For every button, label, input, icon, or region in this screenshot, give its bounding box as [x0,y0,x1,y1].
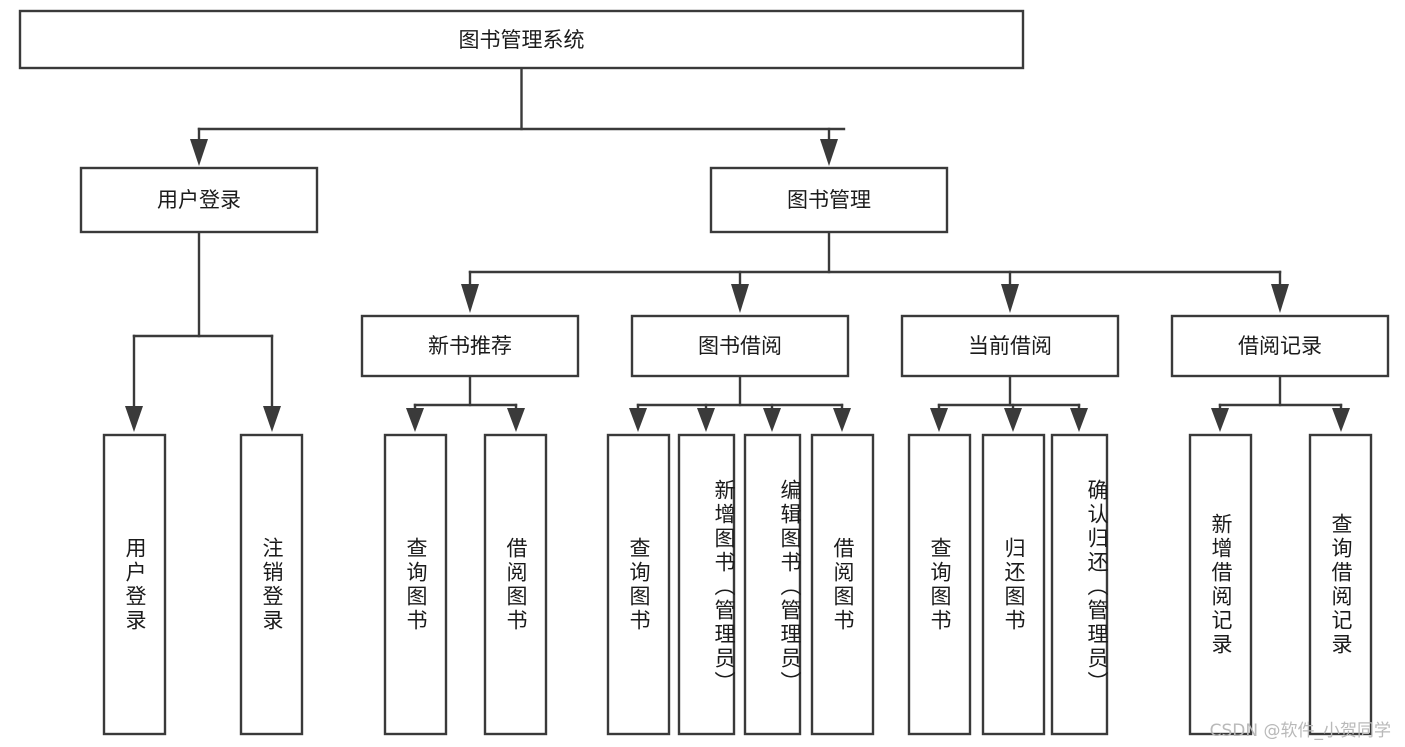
arrow-head-leaf-add-book-admin [697,408,715,432]
connectors-user-login-to-leaves [125,230,281,432]
node-book-management-box[interactable] [709,166,949,234]
leaf-box-query-book-current[interactable] [907,433,972,736]
connectors-root-to-level1 [190,66,846,166]
arrow-head-leaf-return-book [1004,408,1022,432]
watermark-text: CSDN @软件_小贺同学 [1209,721,1391,741]
node-boxes: 图书管理系统 用户登录 图书管理 新书推荐 图书借阅 当前借阅 借阅记录 [18,9,1390,378]
connectors-book-management-to-level2 [461,230,1289,313]
arrow-head-leaf-edit-book-admin [763,408,781,432]
leaf-box-add-book-admin[interactable] [677,433,736,736]
arrow-head-borrow-record [1271,284,1289,313]
node-user-login-box[interactable] [79,166,319,234]
arrow-head-book-management [820,139,838,166]
arrow-head-leaf-query-book-recommend [406,408,424,432]
arrow-head-leaf-add-borrow-record [1211,408,1229,432]
node-new-book-recommend-label: 新书推荐 [428,334,512,358]
arrow-head-leaf-borrow-book [833,408,851,432]
arrow-head-leaf-query-borrow-record [1332,408,1350,432]
leaf-box-edit-book-admin[interactable] [743,433,802,736]
node-book-borrow-box[interactable] [630,314,850,378]
node-borrow-record-box[interactable] [1170,314,1390,378]
node-current-borrow-label: 当前借阅 [968,334,1052,358]
connectors-new-book-recommend-to-leaves [406,374,525,432]
leaf-box-borrow-book-recommend[interactable] [483,433,548,736]
leaf-box-return-book[interactable] [981,433,1046,736]
arrow-head-leaf-user-login [125,406,143,432]
node-book-management-label: 图书管理 [787,188,871,212]
node-user-login-label: 用户登录 [157,188,241,212]
leaf-boxes [102,433,1373,736]
node-borrow-record-label: 借阅记录 [1238,334,1322,358]
arrow-head-leaf-logout [263,406,281,432]
node-root-label: 图书管理系统 [459,28,585,52]
connectors-book-borrow-to-leaves [629,374,851,432]
leaf-box-logout[interactable] [239,433,304,736]
connectors-current-borrow-to-leaves [930,374,1088,432]
arrow-head-leaf-borrow-book-recommend [507,408,525,432]
leaf-box-add-borrow-record[interactable] [1188,433,1253,736]
arrow-head-book-borrow [731,284,749,313]
leaf-box-borrow-book[interactable] [810,433,875,736]
arrow-head-leaf-query-book-borrow [629,408,647,432]
leaf-box-query-book-recommend[interactable] [383,433,448,736]
leaf-box-user-login[interactable] [102,433,167,736]
leaf-box-query-book-borrow[interactable] [606,433,671,736]
arrow-head-user-login [190,139,208,166]
connectors-borrow-record-to-leaves [1211,374,1350,432]
arrow-head-leaf-query-book-current [930,408,948,432]
leaf-box-confirm-return-admin[interactable] [1050,433,1109,736]
arrow-head-current-borrow [1001,284,1019,313]
node-current-borrow-box[interactable] [900,314,1120,378]
node-root-box[interactable] [18,9,1025,70]
arrow-head-leaf-confirm-return-admin [1070,408,1088,432]
node-new-book-recommend-box[interactable] [360,314,580,378]
node-book-borrow-label: 图书借阅 [698,334,782,358]
arrow-head-new-book-recommend [461,284,479,313]
leaf-box-query-borrow-record[interactable] [1308,433,1373,736]
